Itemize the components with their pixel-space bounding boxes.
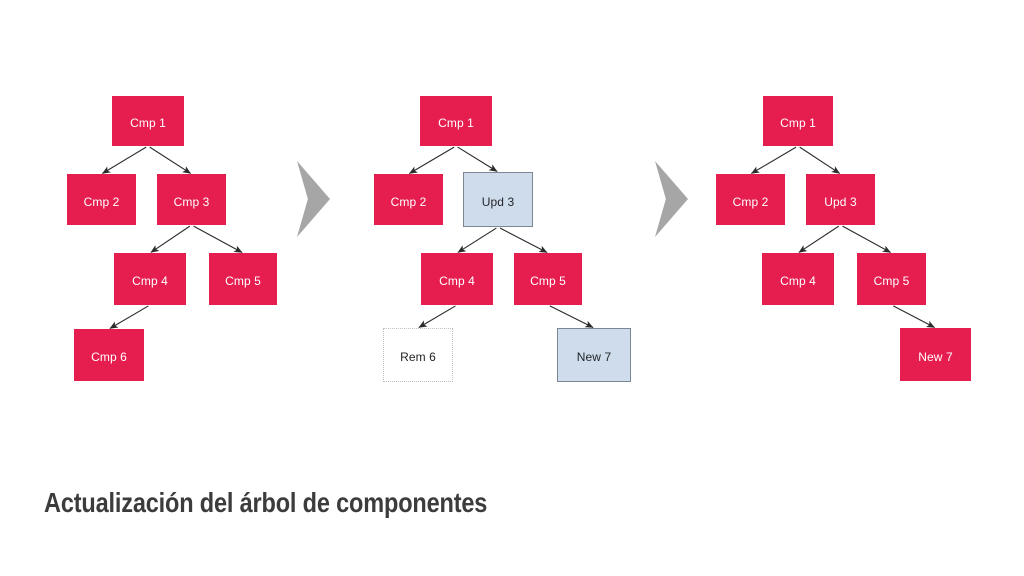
- tree-node-label: Cmp 5: [530, 274, 566, 288]
- chevron-shape: [297, 161, 330, 237]
- tree-node-label: Upd 3: [824, 194, 857, 209]
- tree-node-label: New 7: [918, 349, 953, 364]
- tree-node-label: Cmp 2: [732, 194, 769, 209]
- tree-node-label: Cmp 4: [132, 274, 168, 288]
- slide-caption: Actualización del árbol de componentes: [44, 487, 488, 518]
- tree-node-cmp-1[interactable]: Cmp 1: [763, 96, 833, 146]
- tree-node-label: Cmp 1: [130, 116, 166, 130]
- tree-node-label: Cmp 3: [173, 194, 210, 209]
- chevron-right-icon: [297, 161, 330, 237]
- tree-node-upd-3[interactable]: Upd 3: [806, 174, 875, 225]
- tree-node-rem-6[interactable]: Rem 6: [383, 328, 453, 382]
- tree-node-label: Upd 3: [481, 194, 515, 209]
- tree-node-new-7[interactable]: New 7: [900, 328, 971, 381]
- tree-node-label: Cmp 4: [780, 274, 816, 288]
- tree-node-cmp-2[interactable]: Cmp 2: [716, 174, 785, 225]
- tree-node-new-7[interactable]: New 7: [557, 328, 631, 382]
- tree-node-label: Cmp 1: [780, 116, 816, 130]
- tree-node-label: Cmp 4: [439, 274, 475, 288]
- tree-node-cmp-6[interactable]: Cmp 6: [74, 329, 144, 381]
- tree-node-cmp-5[interactable]: Cmp 5: [209, 253, 277, 305]
- tree-node-upd-3[interactable]: Upd 3: [463, 172, 533, 227]
- tree-node-cmp-4[interactable]: Cmp 4: [762, 253, 834, 305]
- tree-node-cmp-1[interactable]: Cmp 1: [420, 96, 492, 146]
- tree-node-label: Cmp 2: [83, 194, 120, 209]
- tree-node-cmp-5[interactable]: Cmp 5: [514, 253, 582, 305]
- tree-node-cmp-1[interactable]: Cmp 1: [112, 96, 184, 146]
- tree-node-cmp-4[interactable]: Cmp 4: [421, 253, 493, 305]
- tree-node-label: Cmp 5: [873, 274, 910, 288]
- tree-node-label: Cmp 1: [438, 116, 474, 130]
- tree-node-label: Cmp 5: [225, 274, 261, 288]
- tree-node-cmp-2[interactable]: Cmp 2: [374, 174, 443, 225]
- tree-node-label: New 7: [576, 350, 612, 364]
- tree-node-label: Rem 6: [400, 350, 436, 364]
- tree-node-cmp-3[interactable]: Cmp 3: [157, 174, 226, 225]
- tree-node-label: Cmp 6: [91, 350, 127, 364]
- tree-node-cmp-5[interactable]: Cmp 5: [857, 253, 926, 305]
- tree-node-cmp-2[interactable]: Cmp 2: [67, 174, 136, 225]
- chevron-right-icon: [655, 161, 688, 237]
- tree-node-label: Cmp 2: [390, 194, 427, 209]
- tree-node-cmp-4[interactable]: Cmp 4: [114, 253, 186, 305]
- chevron-shape: [655, 161, 688, 237]
